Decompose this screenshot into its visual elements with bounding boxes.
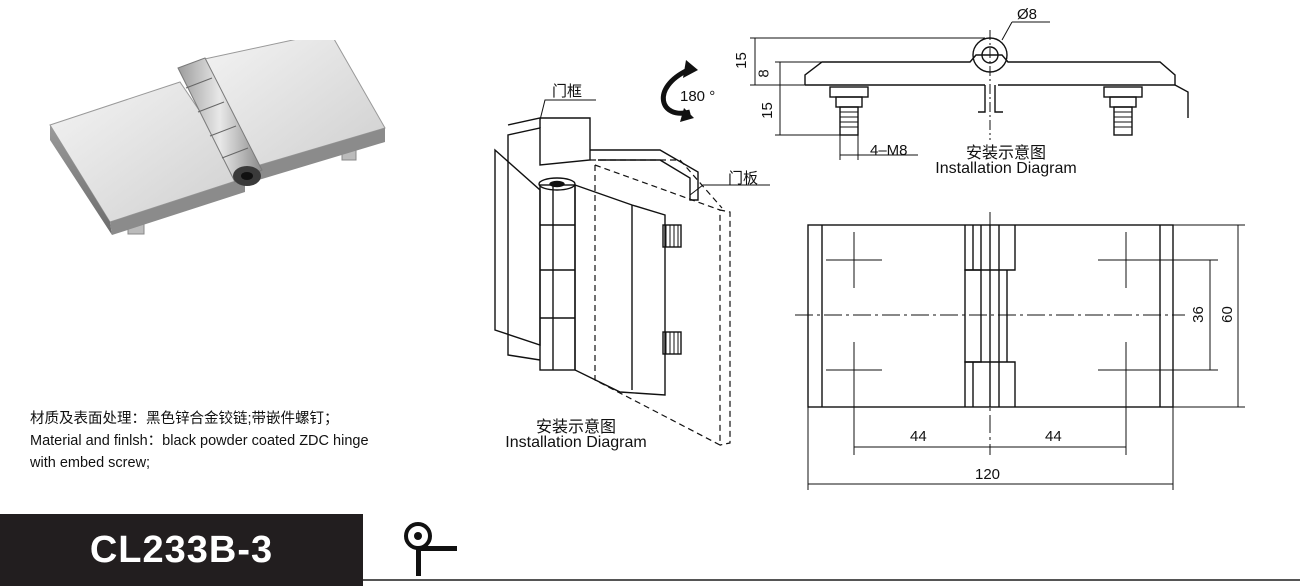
dim-right-offset: 44 <box>1045 428 1062 445</box>
model-code: CL233B-3 <box>89 529 274 571</box>
hinge-3d-render <box>49 40 386 235</box>
top-view-drawing <box>795 212 1245 490</box>
material-en-line2: with embed screw; <box>30 455 151 471</box>
side-caption-zh: 安装示意图 <box>965 145 1046 162</box>
dim-left-offset: 44 <box>910 428 927 445</box>
dim-hole-spacing: 36 <box>1189 306 1207 323</box>
installation-diagram <box>494 60 770 446</box>
material-description: 材质及表面处理：黑色锌合金铰链;带嵌件螺钉； Material and finl… <box>30 408 470 474</box>
model-bar <box>0 514 363 586</box>
install-caption-zh: 安装示意图 <box>535 419 616 436</box>
dim-length: 120 <box>975 466 1001 483</box>
hinge-symbol-icon <box>404 522 457 576</box>
side-view-drawing <box>750 21 1189 160</box>
dim-screw-length: 15 <box>758 102 776 119</box>
material-zh: 材质及表面处理：黑色锌合金铰链;带嵌件螺钉； <box>30 411 339 427</box>
bottom-rule <box>363 579 1300 581</box>
dim-total-height: 15 <box>732 52 750 69</box>
frame-label: 门框 <box>552 83 583 100</box>
install-caption-en: Installation Diagram <box>505 434 647 451</box>
rotation-label: 180 ° <box>680 88 716 105</box>
material-en-line1: Material and finlsh：black powder coated … <box>30 433 369 449</box>
door-label: 门板 <box>728 170 759 187</box>
dim-bore: Ø8 <box>1017 6 1038 23</box>
dim-width: 60 <box>1218 306 1236 323</box>
dim-screws: 4–M8 <box>870 142 908 159</box>
dim-leaf-thickness: 8 <box>755 69 773 78</box>
side-caption-en: Installation Diagram <box>935 160 1077 177</box>
